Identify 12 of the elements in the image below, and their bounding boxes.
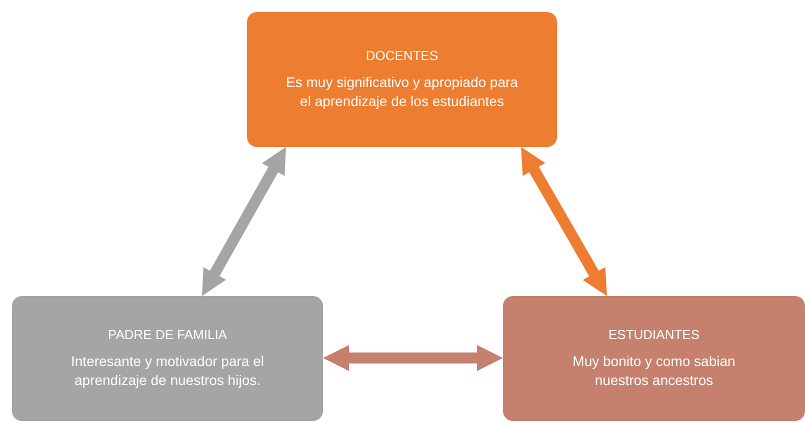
box-heading: PADRE DE FAMILIA bbox=[108, 327, 227, 342]
double-arrow bbox=[521, 147, 607, 296]
double-arrow bbox=[202, 147, 286, 296]
stakeholder-box bbox=[12, 296, 323, 421]
box-heading: ESTUDIANTES bbox=[608, 327, 700, 342]
box-text: Muy bonito y como sabian nuestros ancestros bbox=[572, 352, 736, 390]
box-text: Es muy significativo y apropiado para el aprendizaje de los estudiantes bbox=[285, 73, 519, 111]
stakeholder-box bbox=[247, 12, 557, 147]
stakeholder-box bbox=[503, 296, 805, 421]
double-arrow bbox=[323, 345, 503, 371]
box-text: Interesante y motivador para el aprendizaje de nuestros hijos. bbox=[70, 352, 265, 390]
box-heading: DOCENTES bbox=[366, 48, 438, 64]
